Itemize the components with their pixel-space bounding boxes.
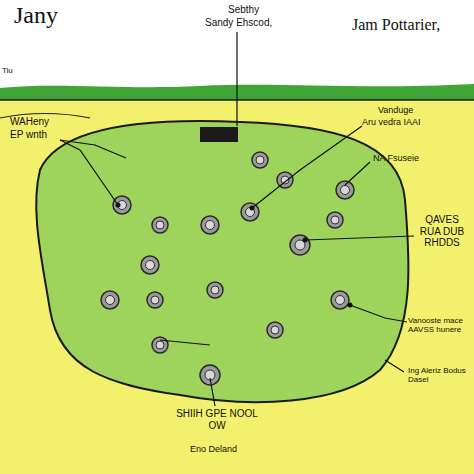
coin-face [206, 221, 215, 230]
coin-face [271, 326, 279, 334]
coin-icon [152, 337, 168, 353]
map-label: Aru vedra IAAI [362, 117, 421, 127]
map-title: Jany [14, 2, 58, 30]
region-outline [36, 121, 408, 402]
map-label: Jam Pottarier, [352, 16, 440, 34]
map-label: Sebthy [228, 4, 259, 16]
map-label: WAHeny [10, 116, 49, 128]
map-label: Vanduge [378, 105, 413, 115]
coin-icon [327, 212, 343, 228]
coin-face [146, 261, 155, 270]
coin-icon [200, 365, 220, 385]
map-label: Ing Aleriz Bodus Dasel [408, 366, 470, 384]
marker-box [200, 127, 238, 142]
coin-icon [141, 256, 159, 274]
coin-face [341, 186, 350, 195]
coin-face [151, 296, 159, 304]
coin-icon [152, 217, 168, 233]
map-label: QAVES RUA DUB RHDDS [414, 214, 470, 249]
coin-icon [331, 291, 349, 309]
coin-icon [201, 216, 219, 234]
coin-icon [290, 235, 310, 255]
map-label: Tiu [2, 66, 13, 75]
map-label: Vanooste mace AAVSS hunere [408, 316, 470, 334]
coin-face [331, 216, 339, 224]
map-label: Sandy Ehscod, [205, 17, 272, 29]
coin-icon [252, 152, 268, 168]
coin-icon [241, 203, 259, 221]
coin-face [106, 296, 115, 305]
coin-group [101, 152, 354, 385]
coin-icon [207, 282, 223, 298]
coin-face [256, 156, 264, 164]
coin-icon [113, 196, 131, 214]
coin-icon [267, 322, 283, 338]
map-label: Eno Deland [190, 444, 237, 454]
coin-icon [101, 291, 119, 309]
leader-lines [60, 32, 414, 406]
map-label: EP wnth [10, 129, 47, 141]
coin-face [211, 286, 219, 294]
coin-icon [336, 181, 354, 199]
coin-face [156, 221, 164, 229]
map-label: NA Fsuseie [373, 153, 419, 163]
coin-face [336, 296, 345, 305]
coin-icon [147, 292, 163, 308]
coin-face [156, 341, 164, 349]
map-label: SHIIH GPE NOOL OW [175, 408, 259, 431]
